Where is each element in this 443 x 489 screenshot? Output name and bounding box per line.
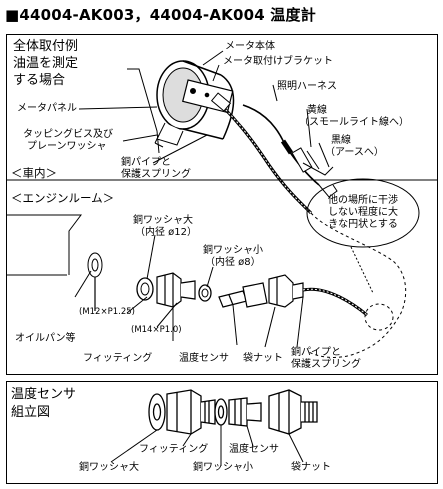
coil-circle-dashed — [364, 303, 394, 331]
assembly-bag-nut-label: 袋ナット — [291, 462, 331, 473]
yellow-wire — [302, 162, 334, 176]
fitting-drawing — [156, 272, 196, 308]
black-wire-note: （アースへ） — [325, 147, 384, 158]
sensor-assembly-panel: 温度センサ 組立図 フィッティング 温度センサ 銅ワッシャ大 銅ワッシャ小 袋ナ… — [6, 381, 438, 484]
copper-pipe-upper-label-2: 保護スプリング — [121, 169, 191, 180]
copper-pipe-lower-label-1: 銅パイプと — [291, 347, 341, 358]
oil-pan-drawing — [87, 252, 103, 311]
assembly-washer-small-label: 銅ワッシャ小 — [193, 462, 253, 473]
yellow-wire-note: （スモールライト線へ） — [299, 117, 409, 128]
copper-pipe-upper-label-1: 銅パイプと — [121, 157, 171, 168]
assembly-washer-large — [148, 393, 166, 431]
installation-example-panel: 全体取付例 油温を測定 する場合 メータ本体 メータ取付けブラケット 照明ハーネ… — [6, 34, 438, 375]
temp-sensor-label: 温度センサ — [179, 353, 229, 364]
engine-room-edge — [7, 214, 82, 275]
assembly-fitting-label: フィッティング — [139, 444, 209, 455]
light-harness-label: 照明ハーネス — [277, 81, 337, 92]
assembly-fitting — [166, 389, 216, 435]
assembly-washer-large-label: 銅ワッシャ大 — [79, 462, 139, 473]
fitting-label: フィッティング — [83, 353, 153, 364]
example-label-2: 油温を測定 — [13, 56, 79, 71]
meter-bracket-label: メータ取付けブラケット — [223, 56, 333, 67]
yellow-wire-label: 黄線 — [307, 105, 327, 116]
black-wire-label: 黒線 — [331, 135, 351, 146]
assembly-title-1: 温度センサ — [11, 387, 77, 402]
assembly-temp-sensor-label: 温度センサ — [229, 444, 279, 455]
pipe-route-dashed — [306, 212, 407, 358]
plain-washer-label: プレーンワッシャ — [27, 141, 107, 152]
assembly-temp-sensor — [228, 397, 262, 427]
assembly-washer-small — [214, 398, 228, 426]
example-label-3: する場合 — [13, 73, 66, 88]
black-wire — [318, 184, 338, 198]
washer-large-size: （内径 ø12） — [135, 227, 198, 238]
dashboard-edge-line — [127, 68, 160, 154]
page-title: ■44004-AK003，44004-AK004 温度計 — [5, 6, 316, 24]
thread-m12-label: (M12×P1.25) — [79, 307, 135, 317]
assembly-title-2: 組立図 — [11, 405, 51, 420]
temp-sensor-drawing — [218, 282, 268, 308]
assembly-bag-nut — [268, 389, 318, 435]
avoid-note-3: きな円状とする — [328, 219, 398, 230]
thread-m14-label: (M14×P1.0) — [131, 325, 182, 335]
copper-pipe-lower-label-2: 保護スプリング — [291, 359, 361, 370]
cabin-label: ＜車内＞ — [11, 166, 57, 180]
sensor-assembly-illustration — [110, 389, 318, 466]
example-label-1: 全体取付例 — [13, 39, 79, 54]
copper-pipe-lower — [302, 287, 368, 317]
note-callout — [306, 178, 420, 248]
washer-small-label: 銅ワッシャ小 — [203, 245, 263, 256]
washer-large-label: 銅ワッシャ大 — [133, 215, 193, 226]
bag-nut-drawing — [268, 274, 304, 308]
bag-nut-label: 袋ナット — [243, 353, 283, 364]
washer-small-size: （内径 ø8） — [205, 257, 261, 268]
avoid-note-2: しない程度に大 — [328, 207, 398, 218]
tapping-screw-label: タッピングビス及び — [23, 129, 113, 140]
engine-room-label: ＜エンジンルーム＞ — [11, 191, 115, 205]
avoid-note-1: 他の場所に干渉 — [328, 195, 398, 206]
oil-pan-label: オイルパン等 — [15, 333, 76, 344]
meter-panel-label: メータパネル — [17, 103, 77, 114]
installation-illustration — [7, 50, 437, 358]
meter-body-label: メータ本体 — [225, 41, 275, 52]
